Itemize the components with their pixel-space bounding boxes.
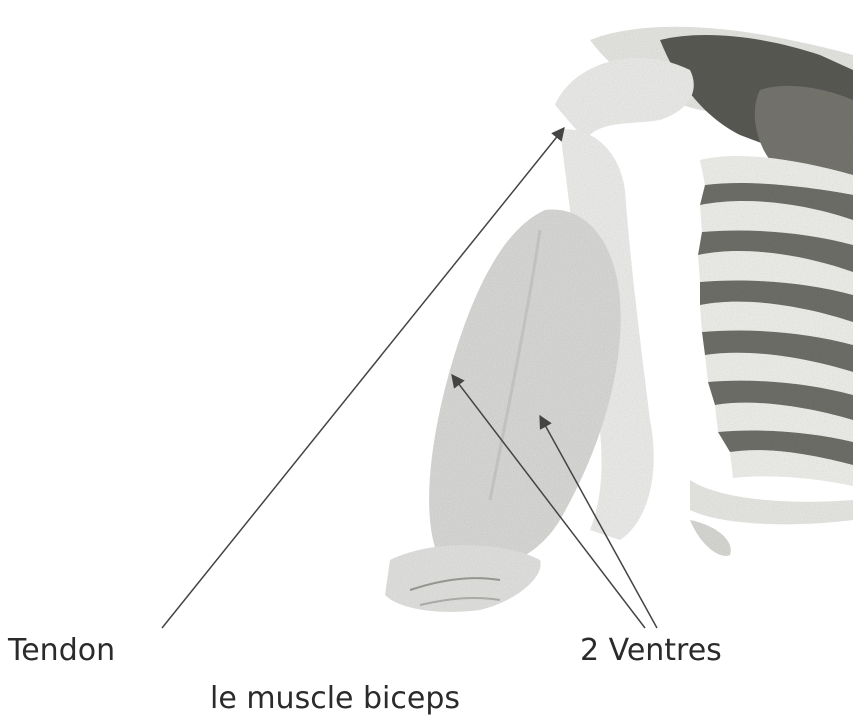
figure-caption: le muscle biceps (210, 684, 460, 714)
tendon-label: Tendon (8, 636, 115, 666)
ventres-label: 2 Ventres (580, 636, 722, 666)
arm-illustration (385, 58, 694, 612)
